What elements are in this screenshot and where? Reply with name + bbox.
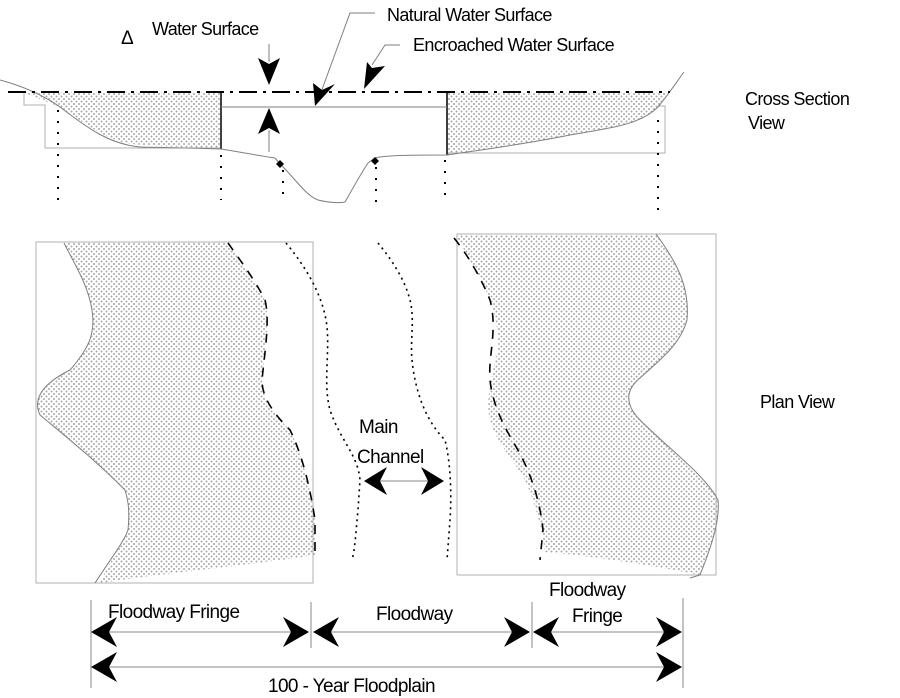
encroached-leader-arrow <box>364 62 385 89</box>
dimension-annotations: Floodway Fringe Floodway Floodway Fringe… <box>90 580 684 697</box>
floodway-label: Floodway <box>376 604 454 625</box>
natural-leader-arrow <box>313 83 335 106</box>
natural-water-surface-label: Natural Water Surface <box>387 5 552 25</box>
floodway-fringe-right-label: Floodway <box>549 580 627 601</box>
floodway-fringe-right-label-2: Fringe <box>572 606 622 627</box>
plan-view: Main Channel Plan View <box>35 233 837 584</box>
left-bank-marker <box>276 160 284 168</box>
left-floodway-fringe-fill <box>37 243 315 583</box>
delta-symbol: Δ <box>121 28 134 49</box>
delta-water-surface-label: Water Surface <box>152 19 259 39</box>
delta-arrow-down-head <box>258 58 280 85</box>
right-floodway-fringe-fill <box>456 235 719 575</box>
left-fringe-fill <box>22 92 220 148</box>
main-channel-label: Main <box>359 417 398 438</box>
arrowhead <box>533 617 559 647</box>
cross-section-view-label-2: View <box>748 113 786 133</box>
cross-section-view-label: Cross Section <box>745 89 849 109</box>
right-encroachment-line <box>453 237 544 561</box>
left-plan-box <box>35 241 314 584</box>
arrowhead <box>504 617 530 647</box>
arrowhead <box>283 617 309 647</box>
ground-profile <box>0 71 685 204</box>
left-channel-bank <box>285 242 361 561</box>
arrowhead <box>91 617 117 647</box>
right-bank-marker <box>371 157 379 165</box>
plan-view-label: Plan View <box>760 392 836 412</box>
right-floodplain-boundary <box>628 233 719 579</box>
encroached-leader-line <box>371 44 400 66</box>
left-floodplain-boundary <box>37 242 130 584</box>
arrowhead <box>313 617 339 647</box>
cross-section-view: Δ Water Surface Natural Water Surface En… <box>0 5 850 215</box>
right-plan-box <box>456 233 717 576</box>
arrowhead <box>656 652 682 682</box>
floodplain-100-year-label: 100 - Year Floodplain <box>268 676 435 697</box>
right-channel-bank <box>377 242 452 561</box>
left-fill-box <box>23 92 220 149</box>
arrowhead <box>656 617 682 647</box>
main-channel-arrow-left <box>364 467 387 495</box>
main-channel-label-2: Channel <box>357 447 424 468</box>
arrowhead <box>91 652 117 682</box>
encroached-water-surface-label: Encroached Water Surface <box>413 35 615 55</box>
main-channel-arrow-right <box>421 467 444 495</box>
natural-leader-line <box>319 12 375 96</box>
floodway-fringe-left-label: Floodway Fringe <box>108 602 239 623</box>
delta-arrow-up-head <box>258 108 280 134</box>
right-fill-box <box>447 105 666 154</box>
right-fringe-fill <box>447 92 668 155</box>
